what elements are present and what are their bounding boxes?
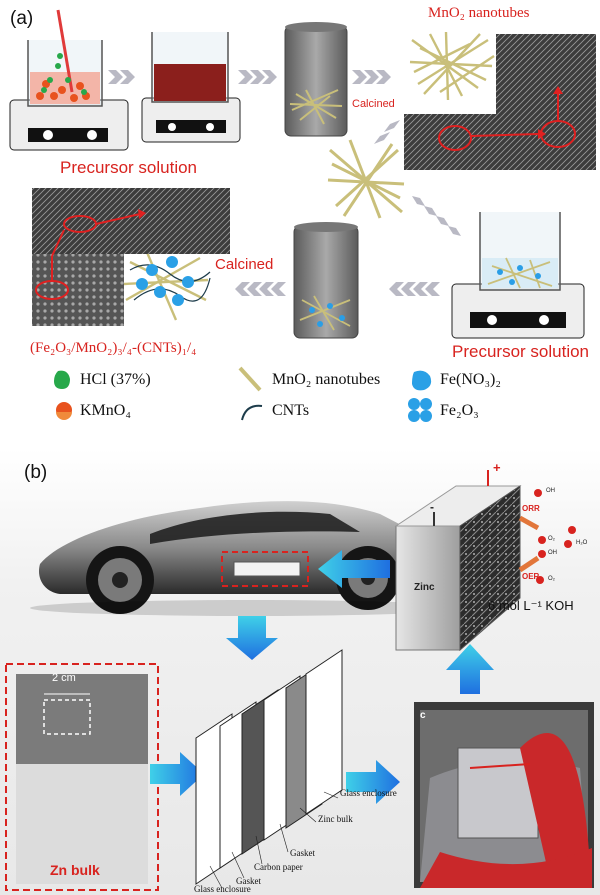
legend-kmno4-icon (56, 402, 72, 420)
precursor-solution-label-2: Precursor solution (452, 342, 590, 361)
calcined-nanotube-bundle (327, 139, 405, 219)
legend-hcl-label: HCl (37%) (80, 371, 151, 388)
panel-a-letter: (a) (10, 8, 34, 29)
sem-image-composite (32, 188, 230, 254)
flow-arrow-3 (352, 70, 391, 84)
zinc-air-cell (394, 470, 576, 652)
composite-structure (123, 249, 211, 321)
o2-label-1: O₂ (548, 536, 555, 542)
gasket-label-1: Gasket (290, 848, 315, 858)
flow-arrow-2 (238, 70, 277, 84)
calcined-bottom-label: Calcined (215, 256, 274, 273)
legend-mno2-label: MnO₂ nanotubes (272, 371, 381, 388)
flow-arrow-1 (108, 70, 135, 84)
legend-fe-no3-label: Fe(NO₃)₂ (440, 371, 501, 388)
battery-pack (233, 561, 301, 577)
flow-arrow-7 (235, 282, 286, 296)
beaker-precursor-2 (451, 212, 585, 339)
zinc-label: Zinc (414, 582, 435, 593)
arrow-to-assembly (150, 752, 204, 796)
panel-b-battery-diagram: (b) Zinc - + ORR OER OH O₂ OH H₂O O₂ 6 m… (0, 448, 600, 895)
zinc-bulk-label: Zinc bulk (318, 814, 353, 824)
legend-fe2o3-icon (408, 398, 432, 422)
oh-label-2: OH (548, 550, 557, 556)
exploded-cell-assembly (195, 649, 343, 889)
legend-cnt-icon (241, 404, 263, 421)
orr-label: ORR (522, 504, 540, 513)
gasket-label-2: Gasket (236, 876, 261, 886)
composite-formula: (Fe₂O₃/MnO₂)₃/₄-(CNTs)₁/₄ (30, 340, 197, 356)
legend-fe2o3-label: Fe₂O₃ (440, 402, 479, 419)
calcined-top-label: Calcined (352, 98, 395, 110)
flow-arrow-4 (374, 120, 400, 144)
o2-label-2: O₂ (548, 576, 555, 582)
zn-bulk-label: Zn bulk (50, 862, 100, 878)
minus-terminal: - (430, 500, 434, 514)
h2o-label: H₂O (576, 540, 588, 546)
assembled-battery-photo (414, 702, 594, 888)
glass-enclosure-top-label: Glass enclosure (340, 788, 397, 798)
arrow-down (226, 616, 278, 660)
beaker-red-solution (141, 32, 241, 143)
panel-a-graphics (9, 9, 596, 422)
panel-b-letter: (b) (24, 462, 48, 483)
legend-fe-no3-icon (412, 370, 432, 391)
autoclave-jar-1 (284, 22, 348, 137)
glass-enclosure-bottom-label: Glass enclosure (194, 884, 251, 894)
mno2-nanotubes-title: MnO₂ nanotubes (428, 5, 530, 21)
sem-image-nanotubes (496, 34, 596, 114)
arrow-up (446, 644, 494, 694)
arrow-to-photo (346, 760, 400, 804)
arrow-to-car (318, 550, 390, 588)
electrolyte-label: 6 mol L⁻¹ KOH (488, 598, 574, 613)
oer-label: OER (522, 572, 540, 581)
legend-mno2-icon (238, 366, 262, 392)
flow-arrow-6 (389, 282, 440, 296)
sem-image-calcined (404, 114, 596, 170)
mno2-nanotube-cluster (409, 31, 495, 101)
photo-letter: c (420, 710, 426, 721)
legend-hcl-icon (54, 370, 70, 389)
zn-bulk-surface (16, 764, 148, 884)
beaker-hcl-kmno4 (9, 9, 129, 151)
plus-terminal: + (493, 460, 501, 475)
legend-cnt-label: CNTs (272, 402, 310, 419)
sem-image-spheres (32, 254, 124, 326)
zn-bulk-photo (16, 674, 148, 764)
scale-box (43, 699, 91, 735)
panel-a-synthesis-diagram: (a) MnO₂ nanotubes Calcined Precursor so… (0, 0, 600, 440)
legend-kmno4-label: KMnO₄ (80, 402, 131, 419)
battery-highlight-box (221, 551, 309, 587)
carbon-paper-label: Carbon paper (254, 862, 303, 872)
oh-label-1: OH (546, 488, 555, 494)
panel-b-graphics (5, 470, 594, 891)
scale-label: 2 cm (52, 672, 76, 684)
precursor-solution-label-1: Precursor solution (60, 158, 198, 177)
autoclave-jar-2 (293, 222, 359, 339)
flow-arrow-5 (412, 196, 461, 236)
